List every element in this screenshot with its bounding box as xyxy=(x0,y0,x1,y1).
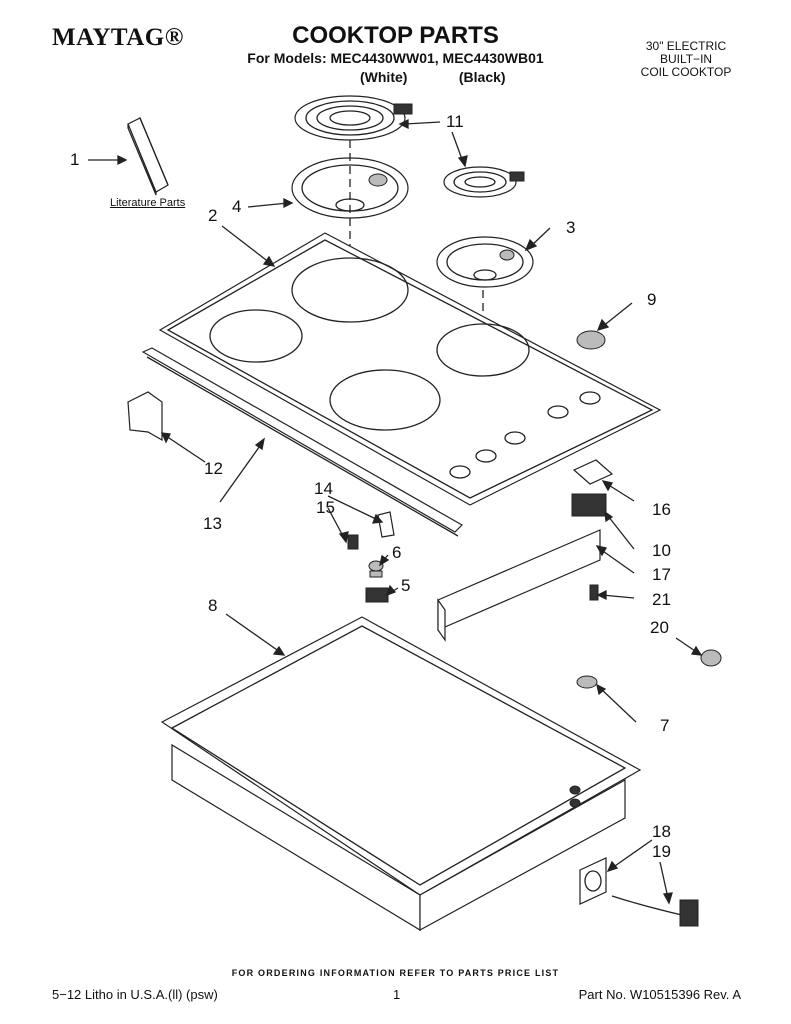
literature-parts-label: Literature Parts xyxy=(110,197,186,209)
switch-insulator-drawing xyxy=(572,459,614,485)
product-description: 30" ELECTRIC BUILT−IN COIL COOKTOP xyxy=(631,40,741,79)
callout-17: 17 xyxy=(652,565,671,584)
literature-booklet-drawing xyxy=(127,117,169,196)
trim-strip-drawing xyxy=(141,347,463,537)
part-number: Part No. W10515396 Rev. A xyxy=(578,987,741,1002)
small-coil-element-drawing xyxy=(443,166,525,198)
small-drip-bowl-drawing xyxy=(436,236,534,288)
litho-info: 5−12 Litho in U.S.A.(ll) (psw) xyxy=(52,987,218,1002)
ordering-note: FOR ORDERING INFORMATION REFER TO PARTS … xyxy=(231,968,560,978)
callout-20: 20 xyxy=(650,618,669,637)
large-drip-bowl-drawing xyxy=(291,157,409,219)
callout-11: 11 xyxy=(446,112,464,131)
callout-1: 1 xyxy=(70,150,80,169)
burner-box-drawing xyxy=(160,616,642,932)
callout-16: 16 xyxy=(652,500,671,519)
callout-21: 21 xyxy=(652,590,671,609)
knob-drawing xyxy=(576,330,606,350)
hole-plug-drawing xyxy=(576,675,598,689)
description-line-2: BUILT−IN xyxy=(659,52,713,66)
callout-7: 7 xyxy=(660,716,670,735)
switch-drawing xyxy=(365,587,389,603)
description-line-1: 30" ELECTRIC xyxy=(645,39,727,53)
indicator-light-drawing xyxy=(368,560,384,578)
callout-8: 8 xyxy=(208,596,218,615)
callout-4: 4 xyxy=(232,197,242,216)
callout-14: 14 xyxy=(314,479,333,498)
callout-12: 12 xyxy=(204,459,223,478)
page-title: COOKTOP PARTS xyxy=(292,22,499,49)
infinite-switch-drawing xyxy=(571,493,607,517)
bracket-drawing xyxy=(127,391,163,442)
large-coil-element-drawing xyxy=(294,95,413,141)
callout-3: 3 xyxy=(566,218,576,237)
description-line-3: COIL COOKTOP xyxy=(640,65,732,79)
cooktop-top-drawing xyxy=(158,232,662,506)
color-black-label: (Black) xyxy=(458,69,506,85)
callout-19: 19 xyxy=(652,842,671,861)
callout-5: 5 xyxy=(401,576,411,595)
callout-9: 9 xyxy=(647,290,657,309)
callout-6: 6 xyxy=(392,543,402,562)
model-colors: (White) (Black) xyxy=(360,69,550,85)
callout-18: 18 xyxy=(652,822,671,841)
models-line: For Models: MEC4430WW01, MEC4430WB01 xyxy=(247,50,544,66)
junction-plate-drawing xyxy=(579,857,607,905)
screw-drawing xyxy=(347,534,359,550)
callout-15: 15 xyxy=(316,498,335,517)
callout-13: 13 xyxy=(203,514,222,533)
control-bracket-drawing xyxy=(437,529,601,642)
brand-logo: MAYTAG® xyxy=(52,24,184,51)
strain-relief-drawing xyxy=(700,649,722,667)
page-number: 1 xyxy=(393,987,401,1002)
power-cord-drawing xyxy=(611,895,699,927)
callout-10: 10 xyxy=(652,541,671,560)
color-white-label: (White) xyxy=(360,69,408,85)
callout-2: 2 xyxy=(208,206,218,225)
leader-lines xyxy=(88,118,703,905)
clip-drawing xyxy=(377,511,395,538)
bracket-screw-drawing xyxy=(589,584,599,601)
